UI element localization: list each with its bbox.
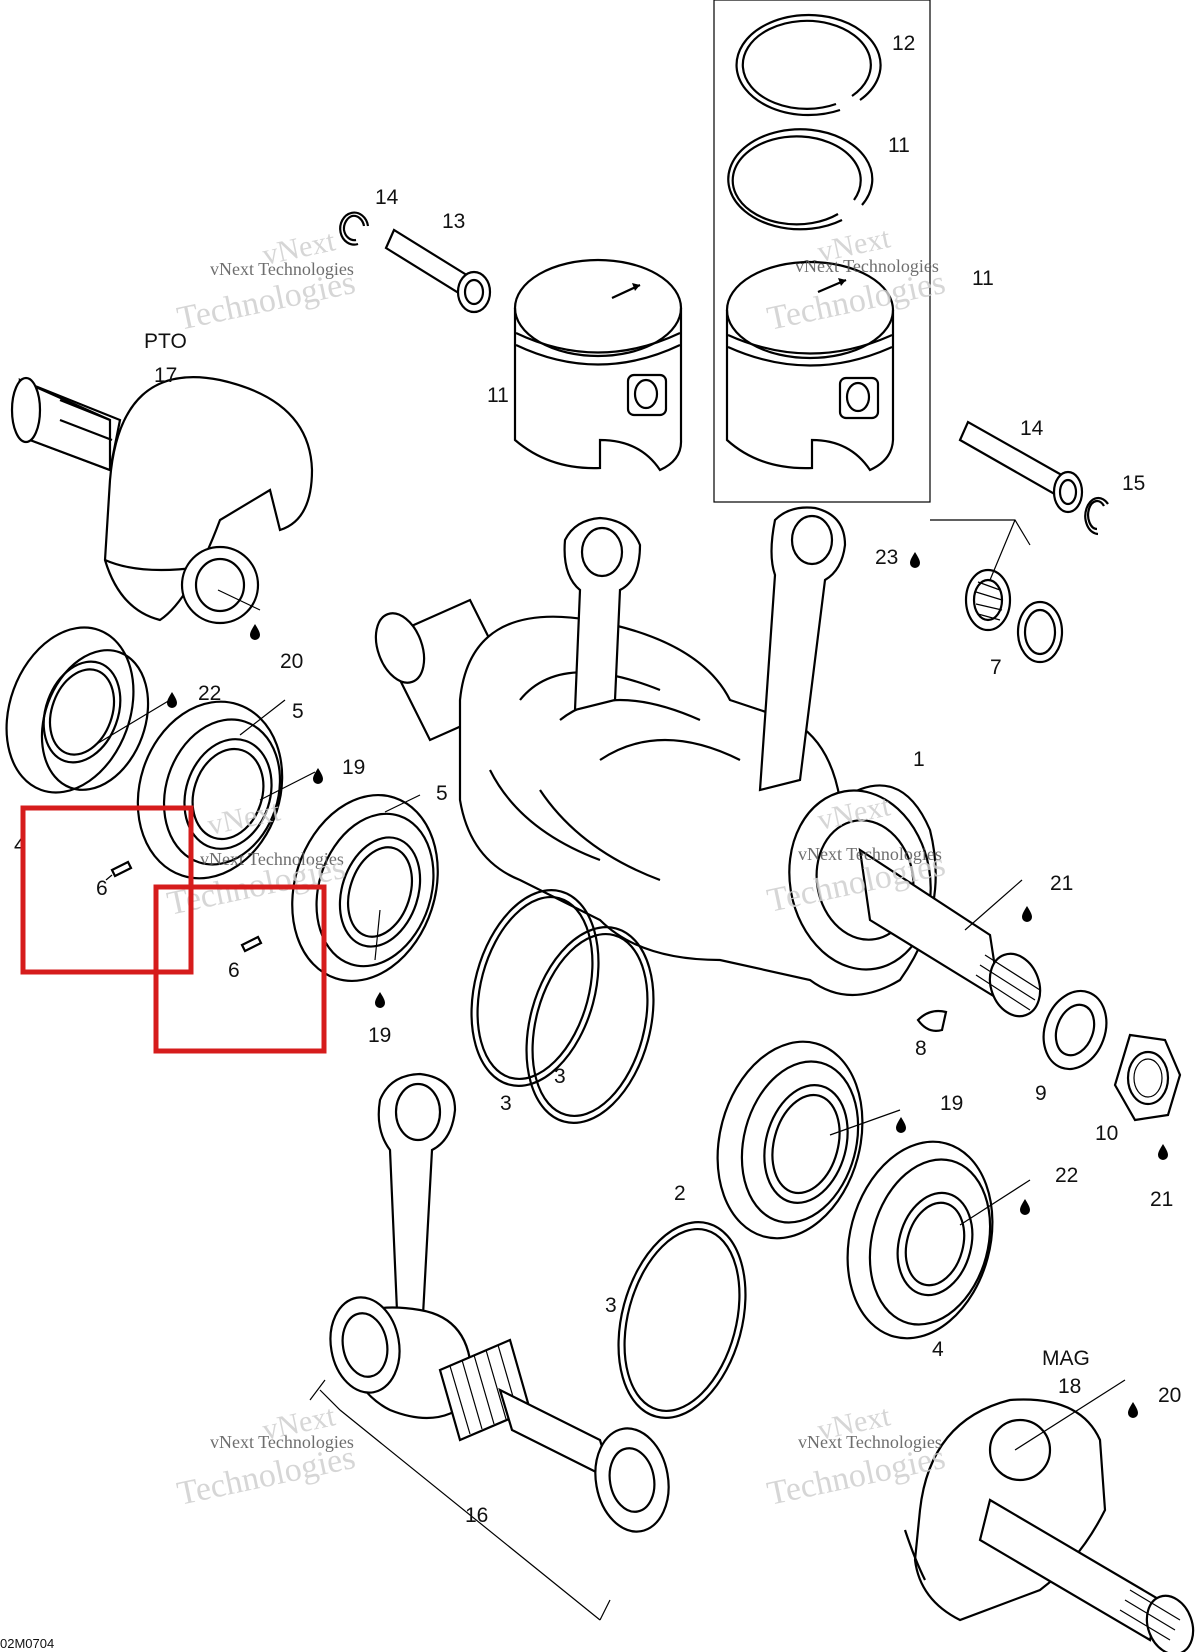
- drop-icon: [1022, 906, 1032, 922]
- svg-text:vNext Technologies: vNext Technologies: [200, 849, 344, 869]
- callout-4-second: 4: [932, 1338, 944, 1361]
- watermark-top-left: vNext vNext Technologies Technologies: [174, 224, 359, 338]
- callout-16: 16: [465, 1504, 488, 1527]
- svg-text:vNext Technologies: vNext Technologies: [795, 256, 939, 276]
- o-ring-3-c: [617, 1221, 747, 1419]
- callout-14: 13: [442, 210, 465, 233]
- callout-21: 21: [1050, 872, 1073, 895]
- callout-17: 17: [154, 364, 177, 387]
- callout-18: 18: [1058, 1375, 1081, 1398]
- callout-11-boxed: 11: [972, 267, 994, 290]
- drop-icon: [1128, 1402, 1138, 1418]
- callout-2: 2: [674, 1182, 686, 1205]
- callout-14-right: 14: [1020, 417, 1044, 440]
- callout-8: 9: [1035, 1082, 1047, 1105]
- svg-text:vNext Technologies: vNext Technologies: [798, 844, 942, 864]
- drop-icon: [896, 1117, 906, 1133]
- callout-20: 20: [280, 650, 303, 673]
- callout-19-third: 19: [940, 1092, 963, 1115]
- connecting-rod-16: [309, 1072, 670, 1621]
- callout-12: 11: [888, 134, 910, 157]
- callout-5: 5: [292, 700, 304, 723]
- drop-icon: [1158, 1144, 1168, 1160]
- callout-22: 22: [198, 682, 221, 705]
- callout-22-second: 22: [1055, 1164, 1078, 1187]
- callout-15: 14: [375, 186, 399, 209]
- o-ring-3-a: [470, 889, 600, 1087]
- callout-6: 6: [96, 877, 108, 900]
- mag-label: MAG: [1042, 1347, 1090, 1370]
- svg-text:vNext Technologies: vNext Technologies: [798, 1432, 942, 1452]
- circlip-15: [339, 211, 370, 246]
- callout-23: 23: [875, 546, 898, 569]
- callout-11: 11: [487, 384, 509, 407]
- drop-icon: [313, 768, 323, 784]
- ball-bearing-5-inner: [136, 700, 284, 880]
- crankshaft-assembly-1: [374, 506, 1042, 1018]
- callout-20-second: 20: [1158, 1384, 1181, 1407]
- lock-washer-8: [1042, 989, 1108, 1071]
- woodruff-key-7: [916, 1009, 948, 1032]
- leader-lines: [94, 519, 1126, 1451]
- callout-15-right: 15: [1122, 472, 1145, 495]
- callout-19-second: 19: [368, 1024, 391, 1047]
- oil-seal-22-pto: [5, 626, 150, 794]
- piston-ring-12: [727, 128, 874, 231]
- callout-3: 3: [554, 1065, 566, 1088]
- callout-10: 7: [990, 656, 1002, 679]
- needle-bearing-23: [964, 568, 1064, 664]
- drop-icon: [1020, 1199, 1030, 1215]
- svg-text:vNext Technologies: vNext Technologies: [210, 259, 354, 279]
- o-ring-3-b: [525, 926, 655, 1124]
- dowel-pin-6: [110, 860, 133, 878]
- circlip-15-right: [1084, 496, 1109, 536]
- callout-19: 19: [342, 756, 365, 779]
- callout-3-second: 3: [500, 1092, 512, 1115]
- drop-icon: [167, 692, 177, 708]
- svg-text:vNext Technologies: vNext Technologies: [210, 1432, 354, 1452]
- pto-label: PTO: [144, 330, 187, 353]
- crankshaft-half-pto-17: [10, 376, 314, 625]
- piston-11-boxed: [725, 260, 895, 472]
- callout-21-second: 21: [1150, 1188, 1173, 1211]
- drop-icon: [910, 552, 920, 568]
- crankshaft-half-mag-18: [903, 1398, 1195, 1652]
- nut-9: [1113, 1033, 1182, 1122]
- oil-seal-22-mag: [846, 1140, 994, 1340]
- ball-bearing-2: [716, 1040, 864, 1240]
- watermark-bottom-left: vNext vNext Technologies Technologies: [174, 1399, 359, 1513]
- callout-7: 8: [915, 1037, 927, 1060]
- piston-pin-14-right: [958, 420, 1084, 514]
- dowel-pin-6-second: [240, 935, 263, 953]
- highlight-box-dowel-pin-second: [153, 884, 327, 1054]
- callout-13: 12: [892, 32, 915, 55]
- watermark-bottom-right: vNext vNext Technologies Technologies: [764, 1399, 949, 1513]
- callout-9: 10: [1095, 1122, 1118, 1145]
- callouts: 12 11 14 13 11 PTO 17 11 14 15 23 20 7 2…: [0, 32, 1181, 1651]
- drop-icon: [375, 992, 385, 1008]
- callout-6-second: 6: [228, 959, 240, 982]
- piston-ring-13: [735, 13, 882, 117]
- drawing-code: 02M0704: [0, 1636, 54, 1651]
- callout-1: 1: [913, 748, 925, 771]
- ball-bearing-5-outer: [291, 793, 439, 983]
- callout-3-third: 3: [605, 1294, 617, 1317]
- piston-pin-14: [384, 228, 492, 314]
- drop-icon: [250, 624, 260, 640]
- highlight-box-dowel-pin: [20, 805, 194, 975]
- piston-11: [513, 258, 683, 472]
- piston-kit-frame: [713, 0, 931, 503]
- callout-5-second: 5: [436, 782, 448, 805]
